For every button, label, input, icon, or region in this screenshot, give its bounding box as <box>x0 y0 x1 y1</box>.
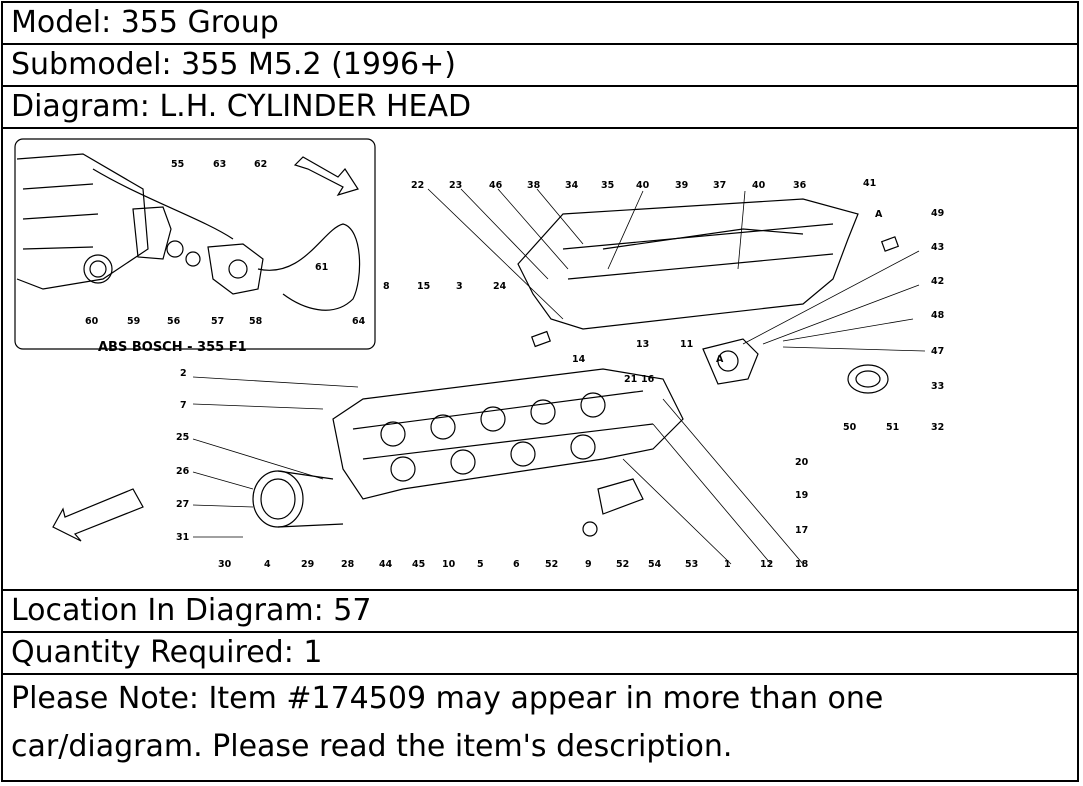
callout-label: 22 <box>411 180 424 191</box>
callout-label: 21 <box>624 374 637 385</box>
callout-label: 26 <box>176 466 190 477</box>
callout-label: 50 <box>843 422 857 433</box>
callout-label: 28 <box>341 559 355 570</box>
callout-label: 2 <box>180 368 187 379</box>
callout-label: 14 <box>572 354 586 365</box>
callout-label: 56 <box>167 316 181 327</box>
diagram-title-row: Diagram: L.H. CYLINDER HEAD <box>3 87 1077 129</box>
callout-label: 15 <box>417 281 430 292</box>
callout-label: 64 <box>352 316 366 327</box>
location-row: Location In Diagram: 57 <box>3 591 1077 633</box>
callout-label: 20 <box>795 457 809 468</box>
callout-label: 55 <box>171 159 184 170</box>
callout-label: 17 <box>795 525 808 536</box>
callout-label: 39 <box>675 180 688 191</box>
marker-a-label: A <box>716 354 724 365</box>
callout-label: 25 <box>176 432 189 443</box>
callout-label: 32 <box>931 422 944 433</box>
submodel-row: Submodel: 355 M5.2 (1996+) <box>3 45 1077 87</box>
callout-label: 58 <box>249 316 263 327</box>
callout-label: 23 <box>449 180 462 191</box>
callout-label: 57 <box>211 316 224 327</box>
callout-label: 46 <box>489 180 503 191</box>
callout-label: 52 <box>545 559 558 570</box>
callout-label: 52 <box>616 559 629 570</box>
callout-label: 10 <box>442 559 456 570</box>
callout-label: 61 <box>315 262 328 273</box>
callout-label: 54 <box>648 559 662 570</box>
callout-label: 13 <box>636 339 649 350</box>
callout-label: 3 <box>456 281 463 292</box>
callout-label: 8 <box>383 281 390 292</box>
callout-label: 19 <box>795 490 808 501</box>
callout-label: 60 <box>85 316 99 327</box>
callout-label: 34 <box>565 180 579 191</box>
callout-label: 44 <box>379 559 393 570</box>
callout-label: 36 <box>793 180 807 191</box>
callout-label: 62 <box>254 159 267 170</box>
callout-label: 35 <box>601 180 614 191</box>
callout-label: 1 <box>724 559 731 570</box>
inset-box <box>14 138 376 350</box>
callout-label: 29 <box>301 559 314 570</box>
callout-label: 48 <box>931 310 945 321</box>
callout-label: 31 <box>176 532 189 543</box>
callout-label: 38 <box>527 180 541 191</box>
diagram-drawing: 55 63 62 61 60 59 56 57 58 64 22 23 46 3… <box>14 138 945 570</box>
note-line: car/diagram. Please read the item's desc… <box>11 729 733 764</box>
callout-label: 40 <box>636 180 650 191</box>
callout-label: 6 <box>513 559 520 570</box>
callout-label: 47 <box>931 346 944 357</box>
marker-a-label: A <box>875 209 883 220</box>
callout-label: 49 <box>931 208 944 219</box>
callout-label: 9 <box>585 559 592 570</box>
callout-label: 42 <box>931 276 944 287</box>
callout-label: 18 <box>795 559 809 570</box>
callout-label: 59 <box>127 316 140 327</box>
note-block: Please Note: Item #174509 may appear in … <box>3 675 1077 780</box>
callout-label: 16 <box>641 374 655 385</box>
exploded-parts-diagram: 55 63 62 61 60 59 56 57 58 64 22 23 46 3… <box>3 129 1077 591</box>
callout-label: 43 <box>931 242 944 253</box>
note-line: Please Note: Item #174509 may appear in … <box>11 681 884 716</box>
callout-label: 12 <box>760 559 773 570</box>
callout-label: 7 <box>180 400 187 411</box>
callout-label: 33 <box>931 381 944 392</box>
callout-label: 53 <box>685 559 698 570</box>
model-row: Model: 355 Group <box>3 3 1077 45</box>
callout-label: 51 <box>886 422 899 433</box>
callout-label: 4 <box>264 559 271 570</box>
callout-label: 11 <box>680 339 693 350</box>
inset-caption: ABS BOSCH - 355 F1 <box>98 340 247 355</box>
callout-label: 27 <box>176 499 189 510</box>
callout-label: 5 <box>477 559 484 570</box>
quantity-row: Quantity Required: 1 <box>3 633 1077 675</box>
callout-label: 30 <box>218 559 232 570</box>
callout-label: 40 <box>752 180 766 191</box>
callout-label: 45 <box>412 559 425 570</box>
callout-label: 24 <box>493 281 507 292</box>
callout-label: 63 <box>213 159 226 170</box>
callout-label: 41 <box>863 178 876 189</box>
callout-label: 37 <box>713 180 726 191</box>
